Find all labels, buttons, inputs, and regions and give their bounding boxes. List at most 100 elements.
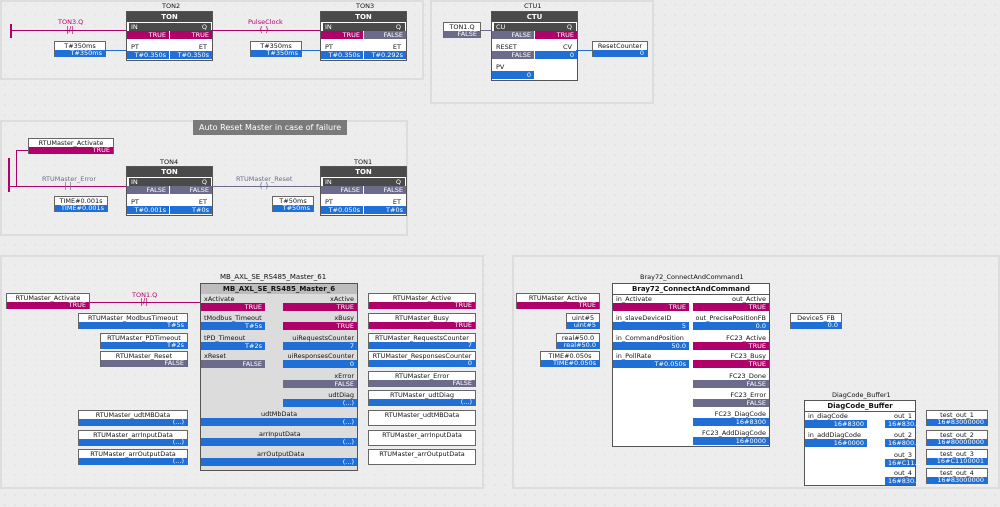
- mb-in-timeout-value: T#5s: [79, 322, 187, 329]
- mb-o-diag[interactable]: RTUMaster_udtDiag(...): [368, 390, 476, 406]
- bray-fc-active: FC23_Active: [726, 334, 766, 342]
- mb-in-arrin[interactable]: RTUMaster_arrInputData(...): [78, 430, 188, 446]
- ton3-in: IN: [323, 23, 405, 31]
- ton4-block[interactable]: TON IN Q FALSE FALSE PT ET T#0.001s T#0s: [126, 166, 213, 216]
- ton2-q-value: TRUE: [170, 31, 212, 39]
- ton3-et: ET: [392, 43, 401, 51]
- diag-out3-value: 16#C11...: [885, 459, 921, 467]
- bray-out-active-value: TRUE: [693, 303, 769, 311]
- bray-fc-adddiag: FC23_AddDiagCode: [702, 429, 766, 437]
- mb-udt-value: (...): [201, 418, 357, 426]
- bray-fc-busy-value: TRUE: [693, 360, 769, 368]
- time001-label: TIME#0.001s: [59, 197, 103, 205]
- mb-o-error-value: FALSE: [369, 380, 475, 387]
- resetcounter-label: ResetCounter: [597, 42, 643, 50]
- ton3-instance: TON3: [356, 2, 375, 10]
- bray-in-cmd: in_CommandPosition: [616, 334, 684, 342]
- test-out-2-label: test_out_2: [940, 431, 974, 439]
- mb-block[interactable]: MB_AXL_SE_RS485_Master_6 xActivate xActi…: [200, 283, 358, 471]
- ton1q-var[interactable]: TON1.Q FALSE: [443, 22, 481, 38]
- mb-arrinput: arrInputData: [259, 430, 301, 438]
- ton2-block[interactable]: TON IN Q TRUE TRUE PT ET T#0.350s T#0.35…: [126, 11, 213, 61]
- ctu1-block[interactable]: CTU CU Q FALSE TRUE RESET CV FALSE 0 PV …: [491, 11, 578, 81]
- ton1-block[interactable]: TON IN Q FALSE FALSE PT ET T#0.050s T#0s: [320, 166, 407, 216]
- mb-in-udt[interactable]: RTUMaster_udtMBData(...): [78, 410, 188, 426]
- mb-uireq: uiRequestsCounter: [292, 334, 354, 342]
- rtu-activate-label: RTUMaster_Activate: [38, 139, 104, 147]
- wire: [12, 30, 126, 31]
- mb-xerror: xError: [334, 372, 354, 380]
- ton3q-label: TON3.Q: [58, 18, 84, 26]
- mb-o-diag-label: RTUMaster_udtDiag: [390, 391, 454, 399]
- t50-var[interactable]: T#50ms T#50ms: [272, 196, 314, 212]
- contact[interactable]: | |: [64, 181, 72, 190]
- coil[interactable]: ( ): [259, 181, 269, 190]
- mb-uiresp-value: 0: [283, 360, 357, 368]
- mb-xactive: xActive: [330, 295, 354, 303]
- wire: [10, 186, 126, 187]
- ctu1-cv: CV: [563, 43, 572, 51]
- coil[interactable]: ( ): [259, 25, 269, 34]
- ctu1-cu-value: FALSE: [492, 31, 534, 39]
- mb-in-arrin-value: (...): [79, 439, 187, 446]
- ton3-block[interactable]: TON IN Q TRUE FALSE PT ET T#0.350s T#0.2…: [320, 11, 407, 61]
- t50-label: T#50ms: [279, 197, 307, 205]
- t350a-var[interactable]: T#350ms T#350ms: [54, 41, 106, 57]
- rtu-error-label: RTUMaster_Error: [42, 175, 97, 183]
- bray-out-dev-value: 0.0: [791, 322, 841, 329]
- neg-contact[interactable]: |/|: [139, 297, 149, 306]
- mb-o-arrout[interactable]: RTUMaster_arrOutputData: [368, 449, 476, 465]
- mb-o-resp-label: RTUMaster_ResponsesCounter: [372, 352, 472, 360]
- time001-value: TIME#0.001s: [55, 205, 107, 212]
- mb-in-reset-value: FALSE: [101, 360, 187, 367]
- t350b-var[interactable]: T#350ms T#350ms: [250, 41, 302, 57]
- wire: [481, 30, 491, 31]
- mb-xerror-value: FALSE: [283, 380, 357, 388]
- mb-xbusy-value: TRUE: [283, 322, 357, 330]
- resetcounter-var[interactable]: ResetCounter 0: [592, 41, 648, 57]
- mb-o-udt[interactable]: RTUMaster_udtMBData: [368, 410, 476, 426]
- mb-udtdiag: udtDiag: [328, 391, 354, 399]
- mb-o-arrout-label: RTUMaster_arrOutputData: [379, 450, 465, 458]
- wire: [211, 30, 320, 31]
- mb-in-arrout-value: (...): [79, 458, 187, 465]
- ton3-pt-value: T#0.350s: [321, 51, 363, 59]
- mb-in-arrout-label: RTUMaster_arrOutputData: [90, 450, 176, 458]
- neg-contact[interactable]: |/|: [65, 25, 75, 34]
- bray-in1-value: TRUE: [517, 302, 599, 309]
- mb-o-busy-label: RTUMaster_Busy: [394, 314, 450, 322]
- ton1-type: TON: [321, 167, 406, 177]
- bray-in2-value: uint#5: [567, 322, 599, 329]
- mb-o-arrin[interactable]: RTUMaster_arrInputData: [368, 430, 476, 446]
- ton1-pt-value: T#0.050s: [321, 206, 363, 214]
- rtu-activate-var[interactable]: RTUMaster_Activate TRUE: [28, 138, 114, 154]
- mb-in-arrout[interactable]: RTUMaster_arrOutputData(...): [78, 449, 188, 465]
- diag-block[interactable]: DiagCode_Buffer in_diagCode out_1 16#830…: [804, 400, 921, 486]
- bray-fc-adddiag-value: 16#0000: [693, 437, 769, 445]
- diag-out1-value: 16#830...: [885, 420, 920, 428]
- bray-block[interactable]: Bray72_ConnectAndCommand in_Activate out…: [612, 283, 770, 447]
- ctu1-q: Q: [566, 23, 572, 31]
- ton1q2-label: TON1.Q: [132, 291, 158, 299]
- time001-var[interactable]: TIME#0.001s TIME#0.001s: [54, 196, 108, 212]
- bray-fc-error: FC23_Error: [730, 391, 766, 399]
- auto-reset-title: Auto Reset Master in case of failure: [193, 120, 348, 135]
